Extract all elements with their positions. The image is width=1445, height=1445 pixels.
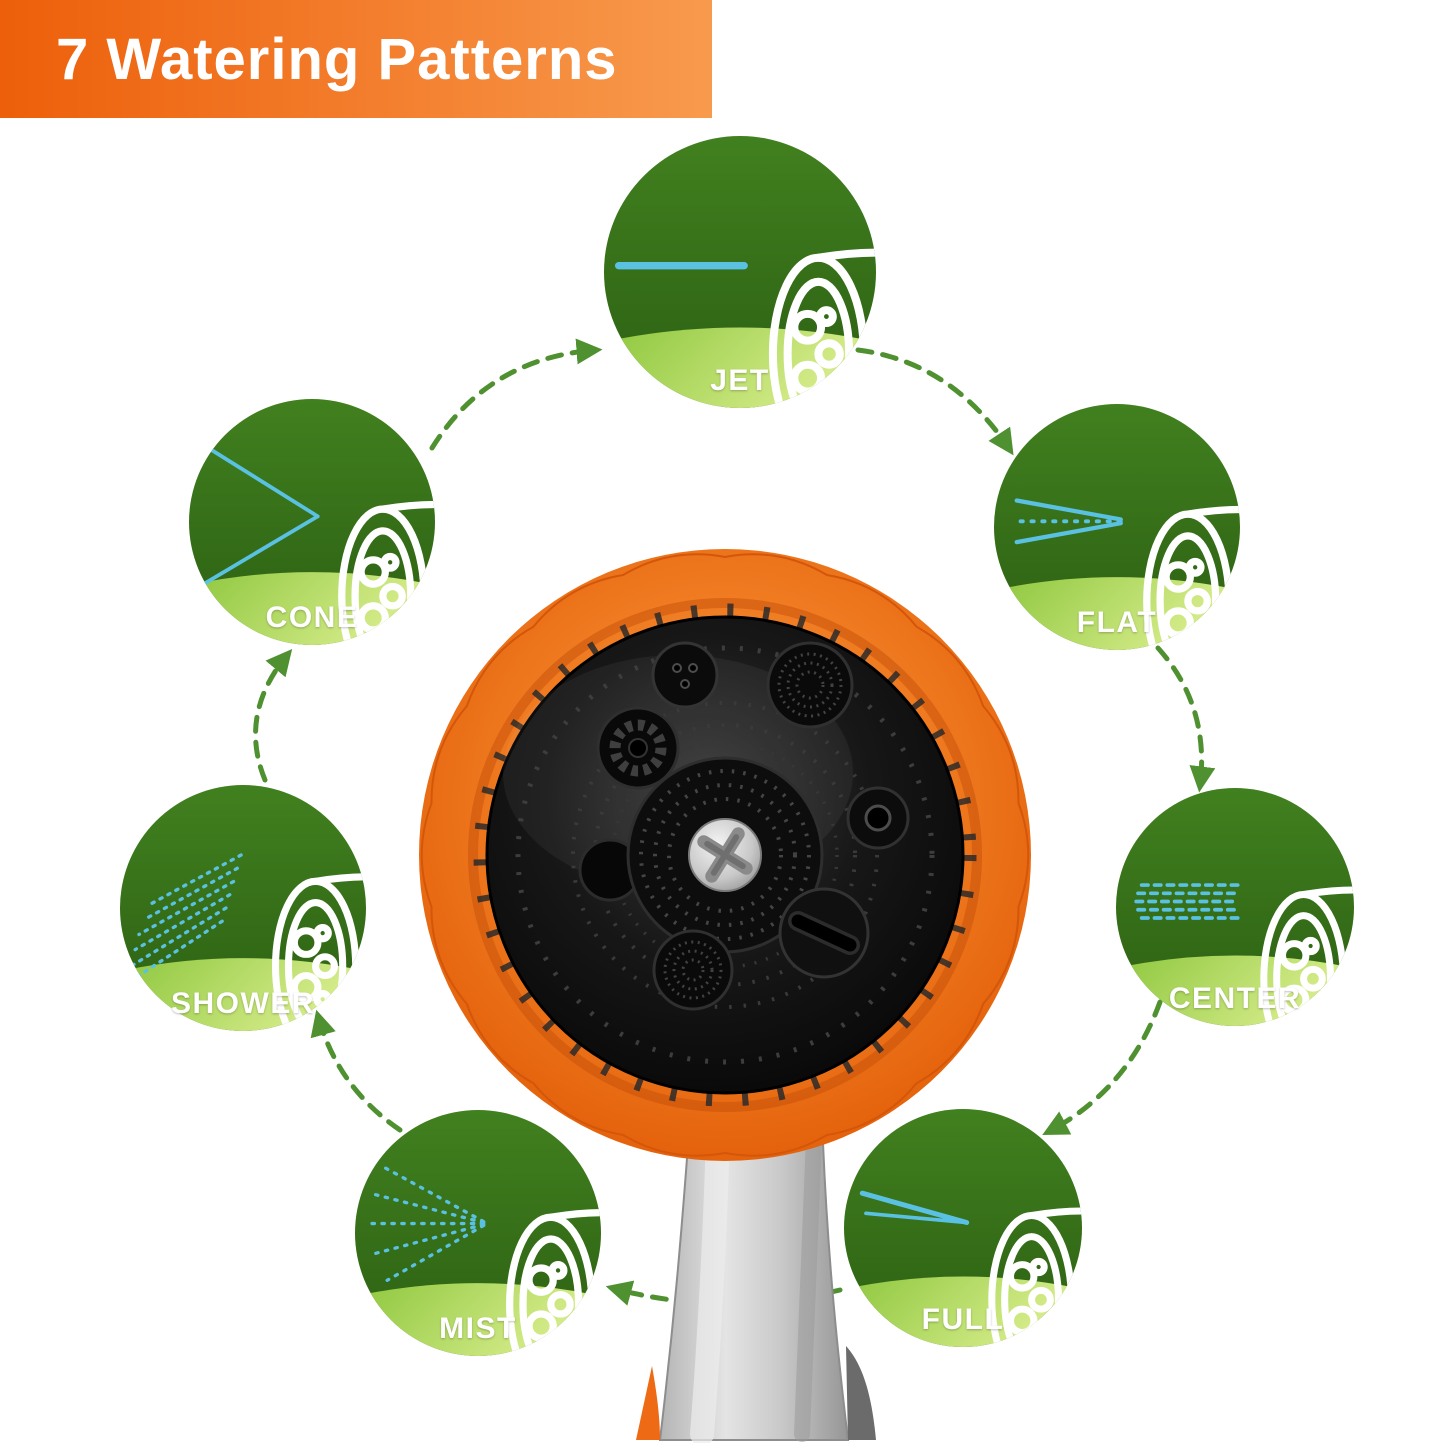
handle-dark-trim [846,1346,876,1440]
cycle-arrow-flat-center [1155,645,1216,793]
pattern-badge-full: FULL [844,1109,1082,1347]
mist-spray-icon [366,1163,486,1282]
handle-orange-trim [636,1366,660,1440]
full-spray-icon [859,1190,970,1226]
nozzle-handle [636,1117,876,1443]
dial-jet-opening [651,641,719,709]
pattern-badge-shower: SHOWER [120,785,366,1031]
pattern-label: CENTER [1168,982,1302,1015]
flat-spray-icon [1011,498,1123,545]
pattern-label: MIST [439,1312,517,1345]
dial-shower-opening [652,929,734,1011]
pattern-label: FULL [921,1303,1005,1336]
bezel-rib-ticks [473,603,977,1107]
mist-spray-illustration [355,1110,601,1356]
spray-nozzle-product [419,549,1031,1443]
dial-full-opening [846,786,910,850]
dial-gear-opening [596,706,680,790]
center-spray-icon [1134,883,1241,920]
flat-spray-illustration [994,404,1240,650]
pattern-label: FLAT [1076,606,1158,639]
dial-center-disc [626,756,824,954]
pattern-label: CONE [265,601,359,634]
nozzle-dial-face [485,615,965,1095]
cone-spray-illustration [189,399,435,645]
cycle-arrow-center-full [1042,999,1163,1136]
cycle-arrow-cone-jet [429,338,603,451]
pattern-badge-mist: MIST [355,1110,601,1356]
pattern-badge-flat: FLAT [994,404,1240,650]
pattern-badge-center: CENTER [1116,788,1354,1026]
cone-spray-icon [194,438,320,591]
dial-slot-opening [778,887,870,979]
page-title: 7 Watering Patterns [56,26,618,92]
shower-spray-icon [131,853,243,980]
jet-spray-illustration [604,136,876,408]
pattern-badge-jet: JET [604,136,876,408]
pattern-badge-cone: CONE [189,399,435,645]
pattern-label: JET [710,364,770,397]
dial-mist-opening [766,641,854,729]
pattern-label: SHOWER [171,987,315,1020]
cycle-arrow-jet-flat [855,347,1014,456]
center-spray-illustration [1116,788,1354,1026]
shower-spray-illustration [120,785,366,1031]
full-spray-illustration [844,1109,1082,1347]
header-banner: 7 Watering Patterns [0,0,712,118]
cycle-arrow-mist-shower [310,1009,403,1133]
cycle-arrow-shower-cone [253,649,293,783]
